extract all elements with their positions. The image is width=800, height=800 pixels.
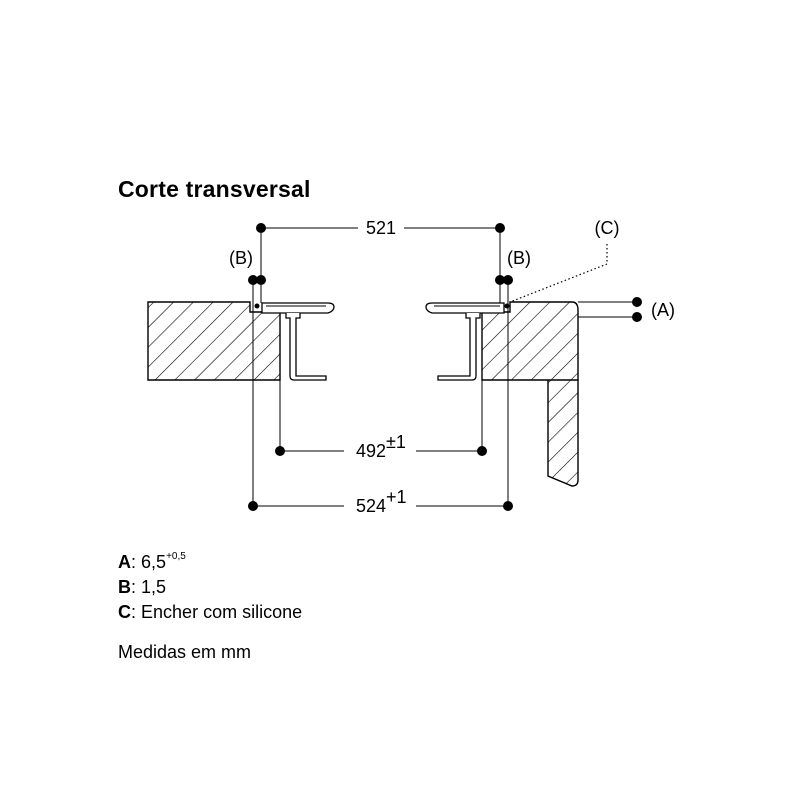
b-marker-left: (B): [229, 248, 266, 306]
right-hob-profile: [425, 302, 505, 381]
right-countertop: [481, 301, 579, 381]
a-marker: (A): [578, 297, 675, 322]
callout-a: (A): [651, 300, 675, 320]
c-callout: (C): [509, 218, 620, 303]
legend-row-b: B: 1,5: [118, 575, 302, 600]
legend-row-c: C: Encher com silicone: [118, 600, 302, 625]
page-title: Corte transversal: [118, 176, 311, 202]
dimension-521-label: 521: [366, 218, 396, 238]
legend-key: B: [118, 577, 131, 597]
callout-b-left: (B): [229, 248, 253, 268]
callout-c: (C): [595, 218, 620, 238]
dimension-524-label: 524+1: [356, 487, 407, 516]
dimension-521: 521: [256, 218, 505, 303]
dimension-492-label: 492±1: [356, 432, 406, 461]
legend-row-a: A: 6,5+0,5: [118, 544, 302, 575]
legend-key: A: [118, 552, 131, 572]
cabinet-side-panel: [547, 380, 579, 487]
legend: A: 6,5+0,5 B: 1,5 C: Encher com silicone: [118, 544, 302, 625]
dimension-524: 524+1: [248, 306, 513, 516]
legend-value: 6,5: [141, 552, 167, 572]
legend-superscript: +0,5: [166, 551, 186, 562]
units-note: Medidas em mm: [118, 642, 252, 662]
left-countertop: [147, 301, 281, 381]
legend-value: 1,5: [141, 577, 167, 597]
b-marker-right: (B): [495, 248, 531, 306]
left-hob-profile: [261, 302, 335, 381]
legend-separator: :: [131, 577, 137, 597]
legend-key: C: [118, 602, 131, 622]
legend-separator: :: [131, 552, 137, 572]
dimension-492: 492±1: [275, 380, 487, 461]
callout-b-right: (B): [507, 248, 531, 268]
seal-dot-left: [254, 303, 260, 309]
legend-value: Encher com silicone: [141, 602, 303, 622]
seal-dot-right: [504, 303, 510, 309]
legend-separator: :: [131, 602, 137, 622]
